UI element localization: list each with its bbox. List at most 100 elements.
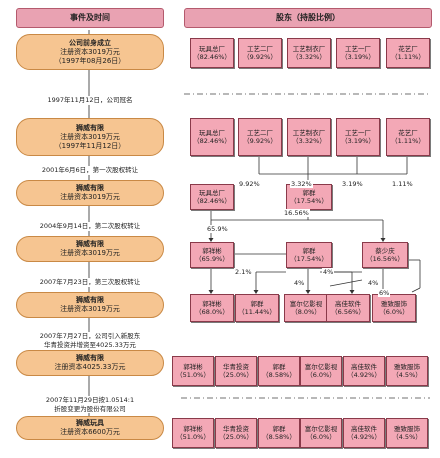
shareholder-box: 花艺厂（1.11%） (386, 118, 430, 156)
pct-label: 4% (293, 279, 306, 287)
shareholder-box: 玩具总厂（82.46%） (190, 38, 234, 68)
connector-line (329, 279, 363, 287)
shareholder-pct: （65.9%） (195, 255, 229, 263)
shareholder-name: 郭祥彬 (183, 362, 203, 371)
stage-line: 狮威玩具 (76, 419, 104, 427)
shareholder-box: 工艺一厂（3.19%） (336, 38, 380, 68)
pct-label: 2.1% (234, 268, 253, 276)
timeline-stage: 狮威有限注册资本3019万元（1997年11月12日） (16, 118, 164, 156)
shareholder-name: 郭群 (272, 424, 286, 433)
pct-label: 4% (322, 268, 335, 276)
shareholder-name: 雅致服饰 (394, 424, 420, 433)
timeline-stage: 狮威有限注册资本3019万元 (16, 292, 164, 318)
shareholder-box: 郭群（8.58%） (258, 356, 300, 386)
arrowhead (208, 238, 214, 242)
shareholder-name: 高佳软件 (351, 424, 377, 433)
shareholder-box: 雅致服饰（6.0%） (372, 294, 416, 322)
shareholder-name: 工艺二厂 (247, 128, 273, 137)
event-line: 2004年9月14日，第二次股权转让 (39, 222, 141, 230)
shareholder-box: 工艺二厂（9.92%） (238, 118, 282, 156)
shareholder-name: 雅致服饰 (394, 362, 420, 371)
shareholder-pct: （4.5%） (392, 371, 422, 379)
timeline-event: 2001年6月6日，第一次股权转让 (0, 166, 180, 175)
timeline-stage: 狮威有限注册资本3019万元 (16, 236, 164, 262)
shareholder-name: 工艺二厂 (247, 44, 273, 53)
shareholder-box: 富尔亿影视（6.0%） (300, 418, 342, 448)
shareholder-name: 郭祥彬 (202, 246, 222, 255)
shareholder-pct: （9.92%） (243, 137, 277, 145)
stage-line: 注册资本3019万元 (60, 249, 120, 257)
shareholder-name: 雅致服饰 (381, 299, 407, 308)
event-line: 1997年11月12日，公司冠名 (47, 96, 133, 104)
timeline-event: 2004年9月14日，第二次股权转让 (0, 222, 180, 231)
shareholder-pct: （8.0%） (291, 308, 321, 316)
shareholder-pct: （68.0%） (195, 308, 229, 316)
stage-line: 狮威有限 (76, 354, 104, 362)
shareholder-name: 花艺厂 (398, 128, 418, 137)
shareholder-pct: （4.92%） (347, 433, 381, 441)
shareholder-box: 工艺二厂（9.92%） (238, 38, 282, 68)
shareholder-name: 郭群 (302, 246, 316, 255)
shareholder-name: 郭群 (250, 299, 264, 308)
shareholder-pct: （1.11%） (391, 137, 425, 145)
stage-line: 公司前身成立 (69, 38, 111, 47)
shareholder-box: 玩具总厂（82.46%） (190, 184, 234, 210)
shareholder-box: 蔡少庆（16.56%） (362, 242, 408, 268)
shareholder-pct: （82.46%） (193, 53, 231, 61)
left-column-header: 事件及时间 (16, 8, 164, 28)
pct-label: 16.56% (283, 209, 310, 217)
shareholder-pct: （17.54%） (290, 255, 328, 263)
pct-label: 9.92% (238, 180, 261, 188)
shareholder-name: 玩具总厂 (199, 188, 225, 197)
stage-line: 注册资本3019万元 (60, 132, 120, 141)
shareholder-box: 郭祥彬（65.9%） (190, 242, 234, 268)
pct-label: 3.19% (341, 180, 364, 188)
stage-line: 注册资本3019万元 (60, 47, 120, 56)
shareholder-box: 郭群（8.58%） (258, 418, 300, 448)
timeline-stage: 狮威有限注册资本3019万元 (16, 180, 164, 206)
shareholder-pct: （6.0%） (306, 433, 336, 441)
shareholder-name: 华青投资 (223, 424, 249, 433)
shareholder-box: 花艺厂（1.11%） (386, 38, 430, 68)
shareholder-pct: （8.58%） (262, 433, 296, 441)
shareholder-pct: （9.92%） (243, 53, 277, 61)
timeline-event: 1997年11月12日，公司冠名 (0, 96, 180, 105)
stage-line: （1997年11月12日） (54, 141, 126, 150)
shareholder-name: 富尔亿影视 (304, 424, 338, 433)
stage-line: 狮威有限 (76, 296, 104, 304)
shareholder-pct: （11.44%） (238, 308, 276, 316)
pct-label: 4% (367, 279, 380, 287)
shareholder-box: 雅致服饰（4.5%） (386, 418, 428, 448)
shareholder-box: 玩具总厂（82.46%） (190, 118, 234, 156)
shareholder-pct: （51.0%） (176, 371, 210, 379)
timeline-stage: 狮威有限注册资本4025.33万元 (16, 350, 164, 376)
shareholder-pct: （3.32%） (292, 53, 326, 61)
shareholder-pct: （3.19%） (341, 137, 375, 145)
shareholder-pct: （6.56%） (331, 308, 365, 316)
shareholder-pct: （17.54%） (290, 197, 328, 205)
event-line: 折股变更为股份有限公司 (54, 404, 126, 413)
shareholder-box: 高佳软件（4.92%） (343, 356, 385, 386)
shareholder-name: 高佳软件 (351, 362, 377, 371)
shareholder-pct: （3.19%） (341, 53, 375, 61)
shareholder-box: 郭祥彬（51.0%） (172, 418, 214, 448)
connector-line (411, 287, 421, 293)
event-line: 2007年7月23日，第三次股权转让 (39, 278, 141, 286)
shareholder-pct: （4.5%） (392, 433, 422, 441)
pct-label: 6% (378, 289, 391, 297)
shareholder-pct: （1.11%） (391, 53, 425, 61)
shareholder-name: 工艺一厂 (345, 44, 371, 53)
shareholder-name: 高佳软件 (335, 299, 361, 308)
shareholder-box: 雅致服饰（4.5%） (386, 356, 428, 386)
pct-label: 65.9% (206, 225, 229, 233)
stage-line: （1997年08月26日） (54, 56, 126, 65)
timeline-event: 2007年7月27日，公司引入新股东华青投资并增资至4025.33万元 (0, 332, 180, 349)
pct-label: 1.11% (391, 180, 414, 188)
shareholder-pct: （82.46%） (193, 137, 231, 145)
shareholder-name: 玩具总厂 (199, 44, 225, 53)
pct-label: 3.32% (290, 180, 313, 188)
timeline-stage: 狮威玩具注册资本6600万元 (16, 416, 164, 440)
shareholder-box: 富尔亿影视（8.0%） (284, 294, 328, 322)
shareholder-box: 郭群（17.54%） (286, 242, 332, 268)
event-line: 2007年7月27日，公司引入新股东 (39, 332, 141, 340)
